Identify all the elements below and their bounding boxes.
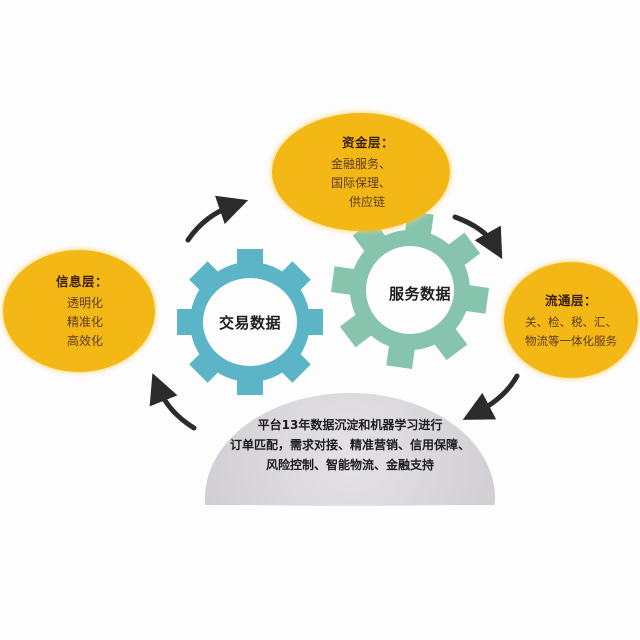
funds-layer-bubble: 资金层： 金融服务、 国际保理、 供应链 <box>272 113 450 231</box>
info-layer-line: 透明化 <box>66 296 103 310</box>
logistics-layer-bubble: 流通层： 关、检、税、汇、 物流等一体化服务 <box>504 262 638 378</box>
arrow-platform-to-info-icon <box>149 373 197 431</box>
gear-trade-label: 交易数据 <box>218 314 281 332</box>
platform-line: 平台13年数据沉淀和机器学习进行 <box>257 418 443 432</box>
gear-icon <box>177 249 323 395</box>
info-layer-title: 信息层： <box>55 274 108 289</box>
funds-layer-title: 资金层： <box>341 135 394 150</box>
funds-layer-line: 供应链 <box>348 195 385 209</box>
gear-service-label: 服务数据 <box>388 285 451 303</box>
platform-description: 平台13年数据沉淀和机器学习进行 订单匹配，需求对接、精准营销、信用保障、 风险… <box>205 415 495 475</box>
arrow-info-to-funds-icon <box>185 195 249 243</box>
funds-layer-line: 金融服务、 <box>330 157 391 171</box>
funds-layer-line: 国际保理、 <box>330 176 391 190</box>
info-layer-bubble: 信息层： 透明化 精准化 高效化 <box>3 250 155 372</box>
logistics-layer-line: 物流等一体化服务 <box>525 333 617 348</box>
info-layer-line: 精准化 <box>66 315 103 329</box>
platform-line: 订单匹配，需求对接、精准营销、信用保障、 <box>229 438 470 452</box>
platform-dome: 平台13年数据沉淀和机器学习进行 订单匹配，需求对接、精准营销、信用保障、 风险… <box>205 393 495 505</box>
logistics-layer-line: 关、检、税、汇、 <box>525 314 617 329</box>
gear-icon <box>330 210 490 370</box>
arrow-logistics-to-platform-icon <box>462 373 520 420</box>
arrow-funds-to-logistics-icon <box>452 214 503 260</box>
logistics-layer-title: 流通层： <box>544 292 597 308</box>
platform-line: 风险控制、智能物流、金融支持 <box>265 458 434 472</box>
info-layer-line: 高效化 <box>66 334 103 348</box>
